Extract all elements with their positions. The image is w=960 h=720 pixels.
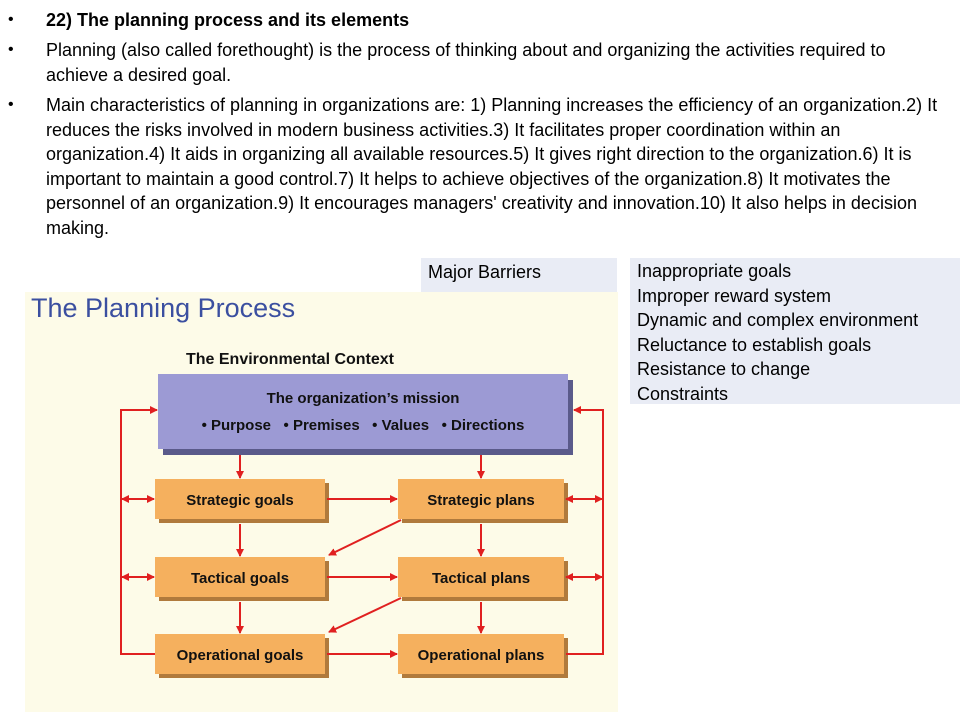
bullet-dot: • [8,96,14,113]
arrow [120,406,158,655]
barrier-item: Dynamic and complex environment [637,310,919,330]
strategic-goals-label: Strategic goals [186,492,294,509]
barriers-list-cell: Inappropriate goals Improper reward syst… [630,258,960,404]
diagram-title: The Planning Process [31,293,295,323]
environmental-context-label: The Environmental Context [186,351,395,368]
strategic-plans-box [398,479,564,519]
section-heading: 22) The planning process and its element… [46,10,410,30]
bullet-dot: • [8,41,14,58]
barrier-item: Inappropriate goals [637,261,792,281]
mission-items: • Purpose • Premises • Values • Directio… [202,417,525,434]
mission-box [158,374,568,449]
barrier-item: Constraints [637,383,729,404]
arrow [566,406,604,655]
operational-goals-box [155,634,325,674]
operational-plans-box [398,634,564,674]
strategic-goals-box [155,479,325,519]
operational-goals-label: Operational goals [177,647,304,664]
arrow [328,519,402,556]
tactical-plans-box [398,557,564,597]
arrow [328,597,402,633]
tactical-goals-box [155,557,325,597]
barriers-label-cell: Major Barriers [421,258,617,292]
barrier-item: Resistance to change [637,359,811,379]
mission-title: The organization’s mission [267,390,460,407]
bullet-text: Planning (also called forethought) is th… [46,40,886,85]
planning-process-diagram: The Planning Process The Environmental C… [25,292,618,712]
operational-plans-label: Operational plans [418,647,545,664]
diagram-svg: The Planning Process The Environmental C… [31,293,604,678]
strategic-plans-label: Strategic plans [427,492,535,509]
bullet-text: Main characteristics of planning in orga… [46,95,938,238]
barrier-item: Improper reward system [637,285,832,306]
bullet-dot: • [8,11,14,28]
tactical-goals-label: Tactical goals [191,570,289,587]
flow-arrows [120,406,604,658]
barriers-label: Major Barriers [428,262,542,282]
tactical-plans-label: Tactical plans [432,570,530,587]
barrier-item: Reluctance to establish goals [637,334,872,355]
